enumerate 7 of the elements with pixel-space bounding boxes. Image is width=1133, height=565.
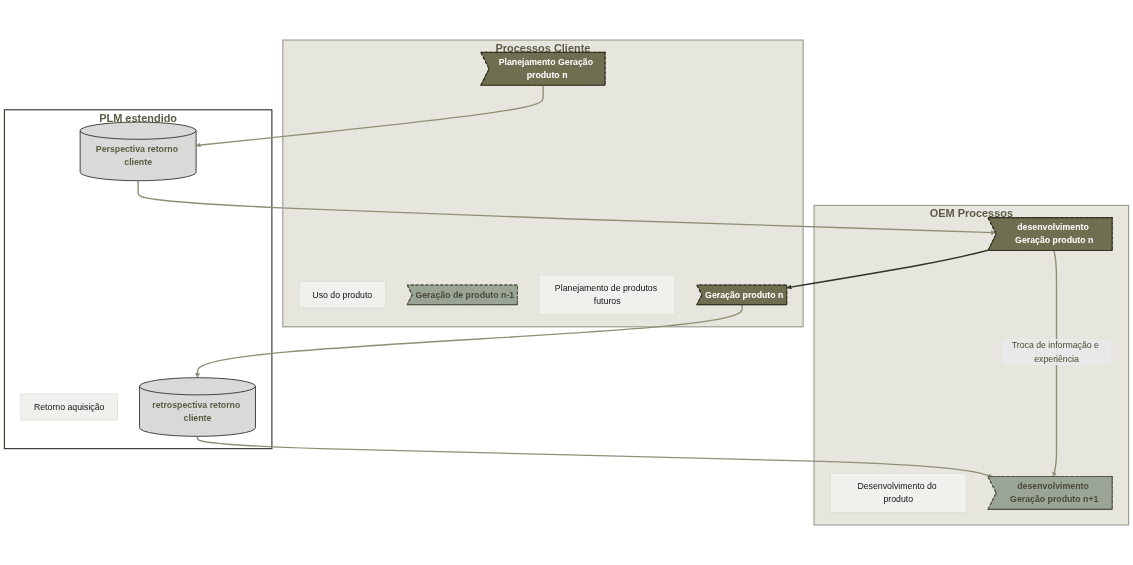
edge-label: Troca de informação e experiência [1011,340,1099,364]
node-box: Retorno aquisição [20,393,118,421]
node-box: Uso do produto [298,281,386,309]
arrow [786,249,990,290]
arrow [195,304,743,378]
arrow [137,180,996,235]
node-box: Desenvolvimento do produto [830,473,967,513]
